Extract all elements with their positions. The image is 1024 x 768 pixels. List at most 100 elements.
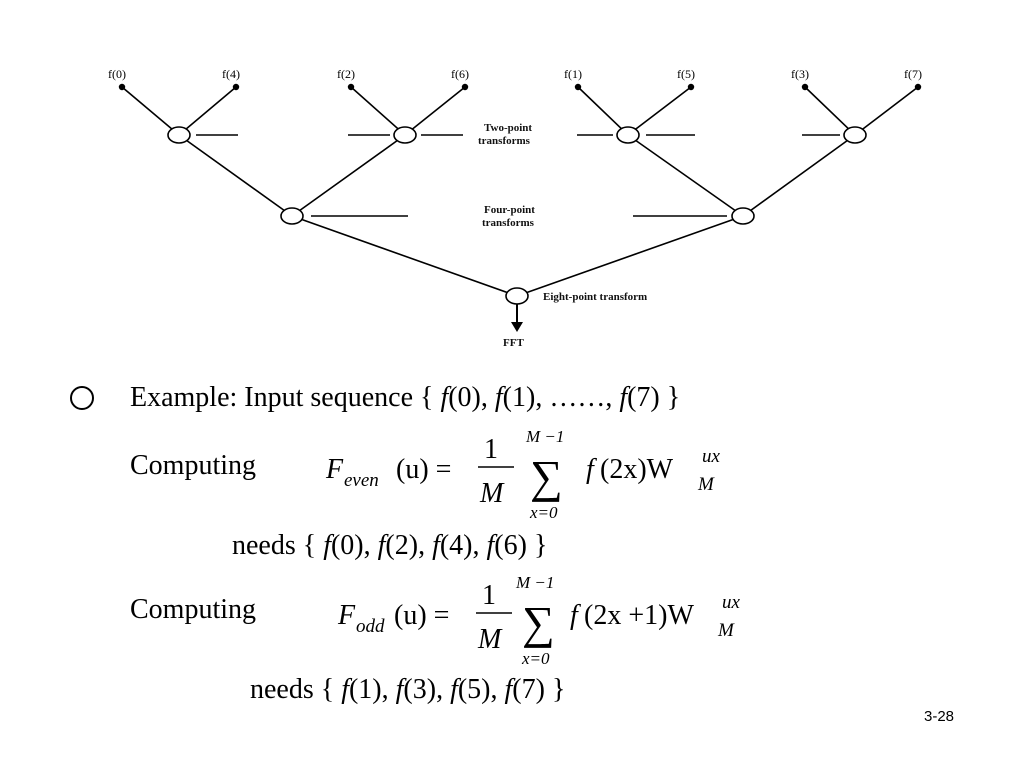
needs-even-f4: f [486, 530, 495, 561]
eq-odd-sigma: ∑ [522, 597, 555, 648]
fft-output-label: FFT [503, 337, 524, 349]
needs-odd-f2: f [395, 674, 404, 705]
tree-edge [350, 86, 406, 136]
needs-even-prefix: needs { [232, 530, 324, 561]
computing-odd-label: Computing [130, 594, 257, 625]
eq-odd-f: f [570, 600, 581, 631]
eq-even-body: (2x)W [600, 454, 674, 485]
eq-odd-arg: (u) = [394, 600, 449, 631]
tree-edge [627, 86, 692, 136]
computing-even-label: Computing [130, 450, 257, 481]
tree-edge [178, 134, 293, 217]
example-f2: f [494, 382, 503, 413]
leaf-label: f(0) [108, 67, 126, 81]
leaf-point [461, 83, 469, 91]
leaf-point [347, 83, 355, 91]
butterfly-node [616, 126, 640, 144]
two-point-label-line1: Two-point [484, 122, 532, 134]
tree-edge [804, 86, 856, 136]
eq-odd-body: (2x +1)W [584, 600, 694, 631]
leaf-point [118, 83, 126, 91]
tree-edge [742, 134, 856, 217]
example-arg2: (1), ……, [502, 382, 620, 413]
needs-odd-arg3: (5), [457, 674, 505, 705]
fft-tree-diagram: f(0)f(4)f(2)f(6)f(1)f(5)f(3)f(7) Two-poi… [108, 67, 922, 349]
eq-even-f: f [586, 454, 597, 485]
example-f3: f [619, 382, 628, 413]
leaf-label: f(5) [677, 67, 695, 81]
eq-even-sub: M [697, 474, 715, 495]
leaf-point [801, 83, 809, 91]
eq-odd-upper: M −1 [515, 573, 554, 592]
leaf-point [232, 83, 240, 91]
page-number: 3-28 [924, 708, 955, 725]
equation-even: F even (u) = 1 M M −1 ∑ x=0 f (2x)W ux M [325, 427, 721, 522]
example-arg3: (7) } [627, 382, 681, 413]
tree-edge [291, 215, 518, 297]
eq-odd-one: 1 [482, 580, 496, 611]
needs-odd-f4: f [504, 674, 513, 705]
tree-edge [178, 86, 237, 136]
needs-even-arg3: (4), [439, 530, 487, 561]
leaf-point [687, 83, 695, 91]
needs-even-f2: f [377, 530, 386, 561]
leaf-label: f(1) [564, 67, 582, 81]
butterfly-node [280, 207, 304, 225]
leaf-labels: f(0)f(4)f(2)f(6)f(1)f(5)f(3)f(7) [108, 67, 922, 81]
eq-odd-sup: ux [722, 592, 741, 613]
eq-odd-lower: x=0 [521, 649, 550, 668]
leaf-point [914, 83, 922, 91]
leaf-label: f(4) [222, 67, 240, 81]
eq-even-one: 1 [484, 434, 498, 465]
needs-even-f3: f [432, 530, 440, 561]
needs-odd-line: needs { f(1), f(3), f(5), f(7) } [250, 674, 565, 706]
four-point-label-line1: Four-point [484, 204, 535, 216]
example-f1: f [440, 382, 449, 413]
needs-even-arg2: (2), [385, 530, 433, 561]
tree-edge [516, 215, 744, 297]
needs-even-line: needs { f(0), f(2), f(4), f(6) } [232, 530, 547, 562]
leaf-point [574, 83, 582, 91]
output-arrow-head [511, 322, 523, 332]
eq-odd-subscript: odd [356, 616, 385, 637]
butterfly-node [393, 126, 417, 144]
tree-edge [404, 86, 466, 136]
eight-point-label: Eight-point transform [543, 291, 647, 303]
leaf-label: f(3) [791, 67, 809, 81]
eq-odd-M: M [477, 624, 503, 655]
eq-even-arg: (u) = [396, 454, 451, 485]
needs-odd-f3: f [450, 674, 458, 705]
eq-odd-F: F [337, 600, 356, 631]
leaf-label: f(7) [904, 67, 922, 81]
needs-even-arg1: (0), [330, 530, 378, 561]
needs-even-arg4: (6) } [494, 530, 548, 561]
butterfly-node [843, 126, 867, 144]
two-point-label-line2: transforms [478, 135, 531, 147]
needs-even-f1: f [323, 530, 331, 561]
eq-even-subscript: even [344, 470, 379, 491]
butterfly-node [731, 207, 755, 225]
butterfly-node [505, 287, 529, 305]
eq-even-sup: ux [702, 446, 721, 467]
needs-odd-arg2: (3), [403, 674, 451, 705]
equation-odd: F odd (u) = 1 M M −1 ∑ x=0 f (2x +1)W ux… [337, 573, 741, 668]
tree-edge [627, 134, 744, 217]
tree-edges [121, 86, 919, 297]
eq-even-upper: M −1 [525, 427, 564, 446]
eq-odd-sub: M [717, 620, 735, 641]
tree-edge [854, 86, 919, 136]
tree-edge [121, 86, 180, 136]
eq-even-lower: x=0 [529, 503, 558, 522]
tree-edge [577, 86, 629, 136]
four-point-label-line2: transforms [482, 217, 535, 229]
leaf-label: f(6) [451, 67, 469, 81]
example-arg1: (0), [448, 382, 495, 413]
needs-odd-arg1: (1), [348, 674, 396, 705]
needs-odd-arg4: (7) } [512, 674, 566, 705]
bullet-circle [70, 386, 94, 410]
eq-even-M: M [479, 478, 505, 509]
eq-even-F: F [325, 454, 344, 485]
needs-odd-f1: f [341, 674, 349, 705]
eq-even-sigma: ∑ [530, 451, 563, 502]
butterfly-node [167, 126, 191, 144]
